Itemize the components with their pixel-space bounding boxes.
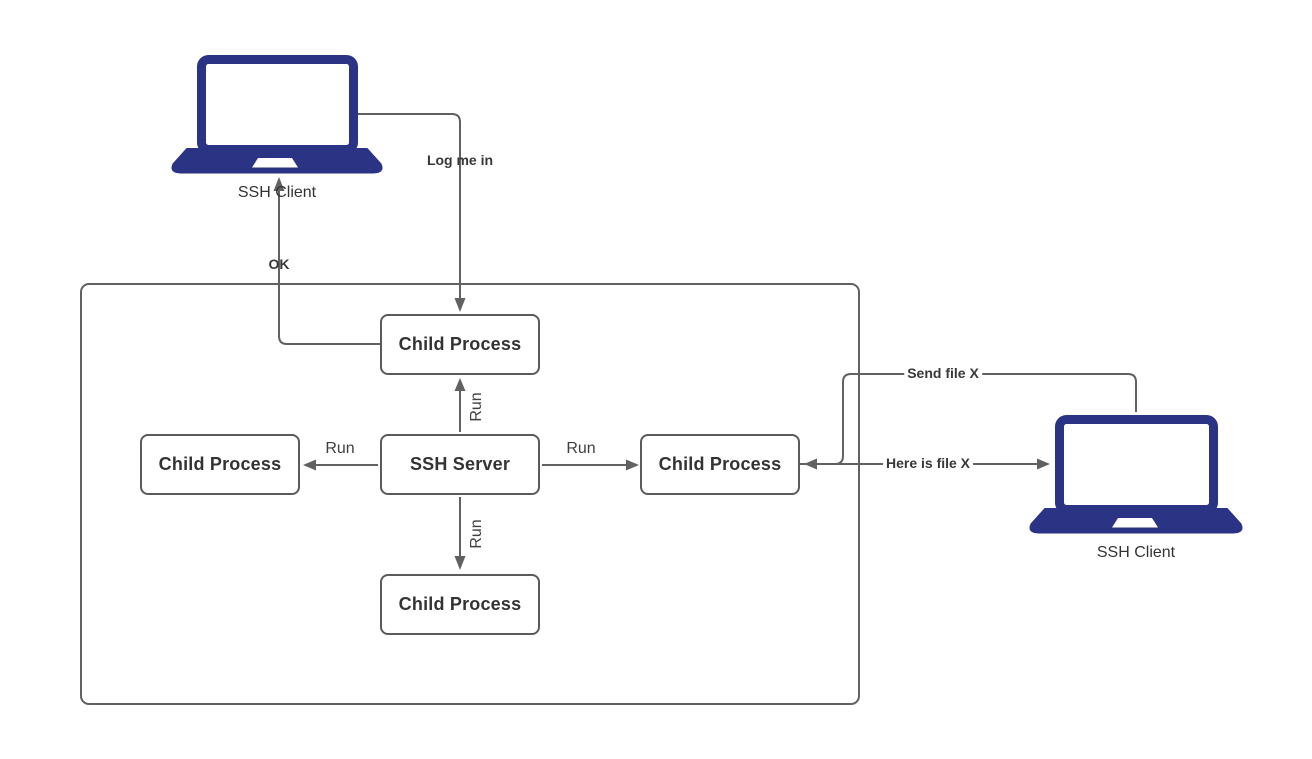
- edge-label-here-is-file: Here is file X: [882, 455, 974, 471]
- arrowhead-up-icon: [454, 378, 466, 391]
- server-boundary-box: [80, 283, 860, 705]
- edge-run-right: [542, 459, 639, 471]
- edge-label-ok: OK: [268, 256, 290, 272]
- edge-label-send-file: Send file X: [904, 365, 982, 381]
- laptop-icon-right: [1029, 415, 1243, 534]
- node-child-process-right: Child Process: [640, 434, 800, 495]
- label-ssh-client-right: SSH Client: [1096, 544, 1176, 561]
- node-child-process-top: Child Process: [380, 314, 540, 375]
- edge-run-up: [454, 378, 466, 432]
- edge-log-me-in: [358, 113, 466, 312]
- arrowhead-up-icon: [273, 177, 285, 191]
- edge-label-run-up: Run: [468, 392, 485, 422]
- arrowhead-left-icon: [303, 459, 316, 471]
- node-child-process-bottom: Child Process: [380, 574, 540, 635]
- edge-label-run-down: Run: [468, 519, 485, 549]
- arrowhead-down-icon: [454, 556, 466, 570]
- arrowhead-right-icon: [1037, 458, 1050, 470]
- node-ssh-server: SSH Server: [380, 434, 540, 495]
- edge-run-down: [454, 497, 466, 570]
- arrowhead-down-icon: [454, 298, 466, 312]
- laptop-icon-left: [171, 55, 383, 174]
- edge-run-left: [303, 459, 378, 471]
- edge-ok: [273, 177, 380, 345]
- arrowhead-right-icon: [626, 459, 639, 471]
- edge-label-run-right: Run: [566, 440, 596, 457]
- edge-label-run-left: Run: [325, 440, 355, 457]
- node-child-process-left: Child Process: [140, 434, 300, 495]
- edge-label-log-me-in: Log me in: [426, 152, 494, 168]
- label-ssh-client-left: SSH Client: [237, 184, 317, 201]
